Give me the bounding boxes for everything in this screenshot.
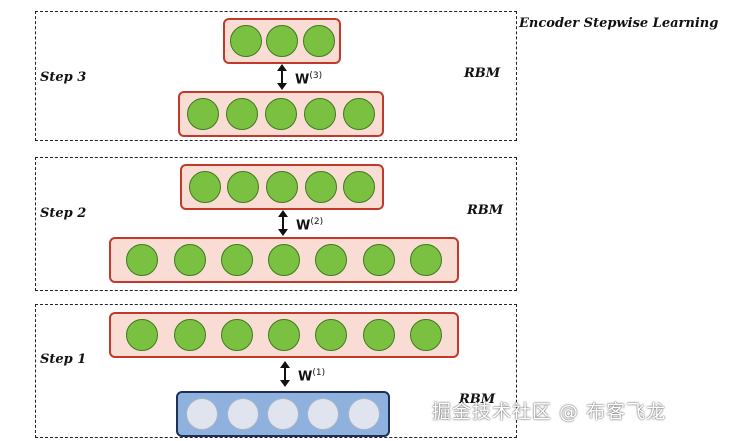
hidden-unit (220, 319, 253, 351)
visible-unit (266, 398, 299, 430)
step-2-weight: W(2) (276, 210, 336, 244)
hidden-unit (226, 98, 258, 130)
double-arrow-icon (278, 210, 288, 236)
step-1-label: Step 1 (40, 352, 87, 367)
hidden-unit (188, 171, 221, 203)
hidden-unit (173, 244, 206, 276)
hidden-unit (362, 244, 395, 276)
hidden-unit (266, 25, 298, 57)
hidden-unit (304, 98, 336, 130)
step-3-box (35, 11, 517, 141)
step-2-hidden-layer-bottom (109, 237, 459, 283)
step-2-hidden-layer-top (180, 164, 384, 210)
visible-unit (347, 398, 380, 430)
step-3-hidden-layer-top (223, 18, 341, 64)
hidden-unit (409, 244, 442, 276)
hidden-unit (265, 98, 297, 130)
step-3-hidden-layer-bottom (178, 91, 384, 137)
step-1-weight: W(1) (278, 361, 338, 395)
step-2-box (35, 157, 517, 291)
hidden-unit (126, 244, 159, 276)
hidden-unit (304, 171, 337, 203)
step-2-weight-label: W(2) (296, 217, 324, 234)
visible-unit (226, 398, 259, 430)
hidden-unit (315, 244, 348, 276)
step-3-weight-label: W(3) (295, 71, 323, 88)
hidden-unit (268, 244, 300, 276)
step-2-label: Step 2 (40, 206, 87, 221)
step-1-weight-label: W(1) (298, 368, 326, 385)
step-1-hidden-layer-top (109, 312, 459, 358)
step-1-visible-layer (176, 391, 390, 437)
hidden-unit (362, 319, 395, 351)
visible-unit (186, 398, 219, 430)
hidden-unit (268, 319, 300, 351)
page-title: Encoder Stepwise Learning (519, 16, 719, 31)
step-2-rbm-label: RBM (467, 203, 504, 218)
hidden-unit (265, 171, 298, 203)
hidden-unit (187, 98, 219, 130)
hidden-unit (173, 319, 206, 351)
hidden-unit (343, 171, 376, 203)
hidden-unit (126, 319, 159, 351)
double-arrow-icon (280, 361, 290, 387)
hidden-unit (343, 98, 375, 130)
hidden-unit (315, 319, 348, 351)
hidden-unit (220, 244, 253, 276)
hidden-unit (409, 319, 442, 351)
hidden-unit (229, 25, 262, 57)
step-1-rbm-label: RBM (459, 392, 496, 407)
visible-unit (307, 398, 340, 430)
step-3-rbm-label: RBM (464, 66, 501, 81)
hidden-unit (227, 171, 260, 203)
step-3-weight: W(3) (275, 64, 335, 98)
step-3-label: Step 3 (40, 70, 87, 85)
step-1-box (35, 304, 517, 438)
watermark: 掘金技术社区 @ 布客飞龙 (432, 401, 667, 423)
double-arrow-icon (277, 64, 287, 90)
hidden-unit (302, 25, 335, 57)
